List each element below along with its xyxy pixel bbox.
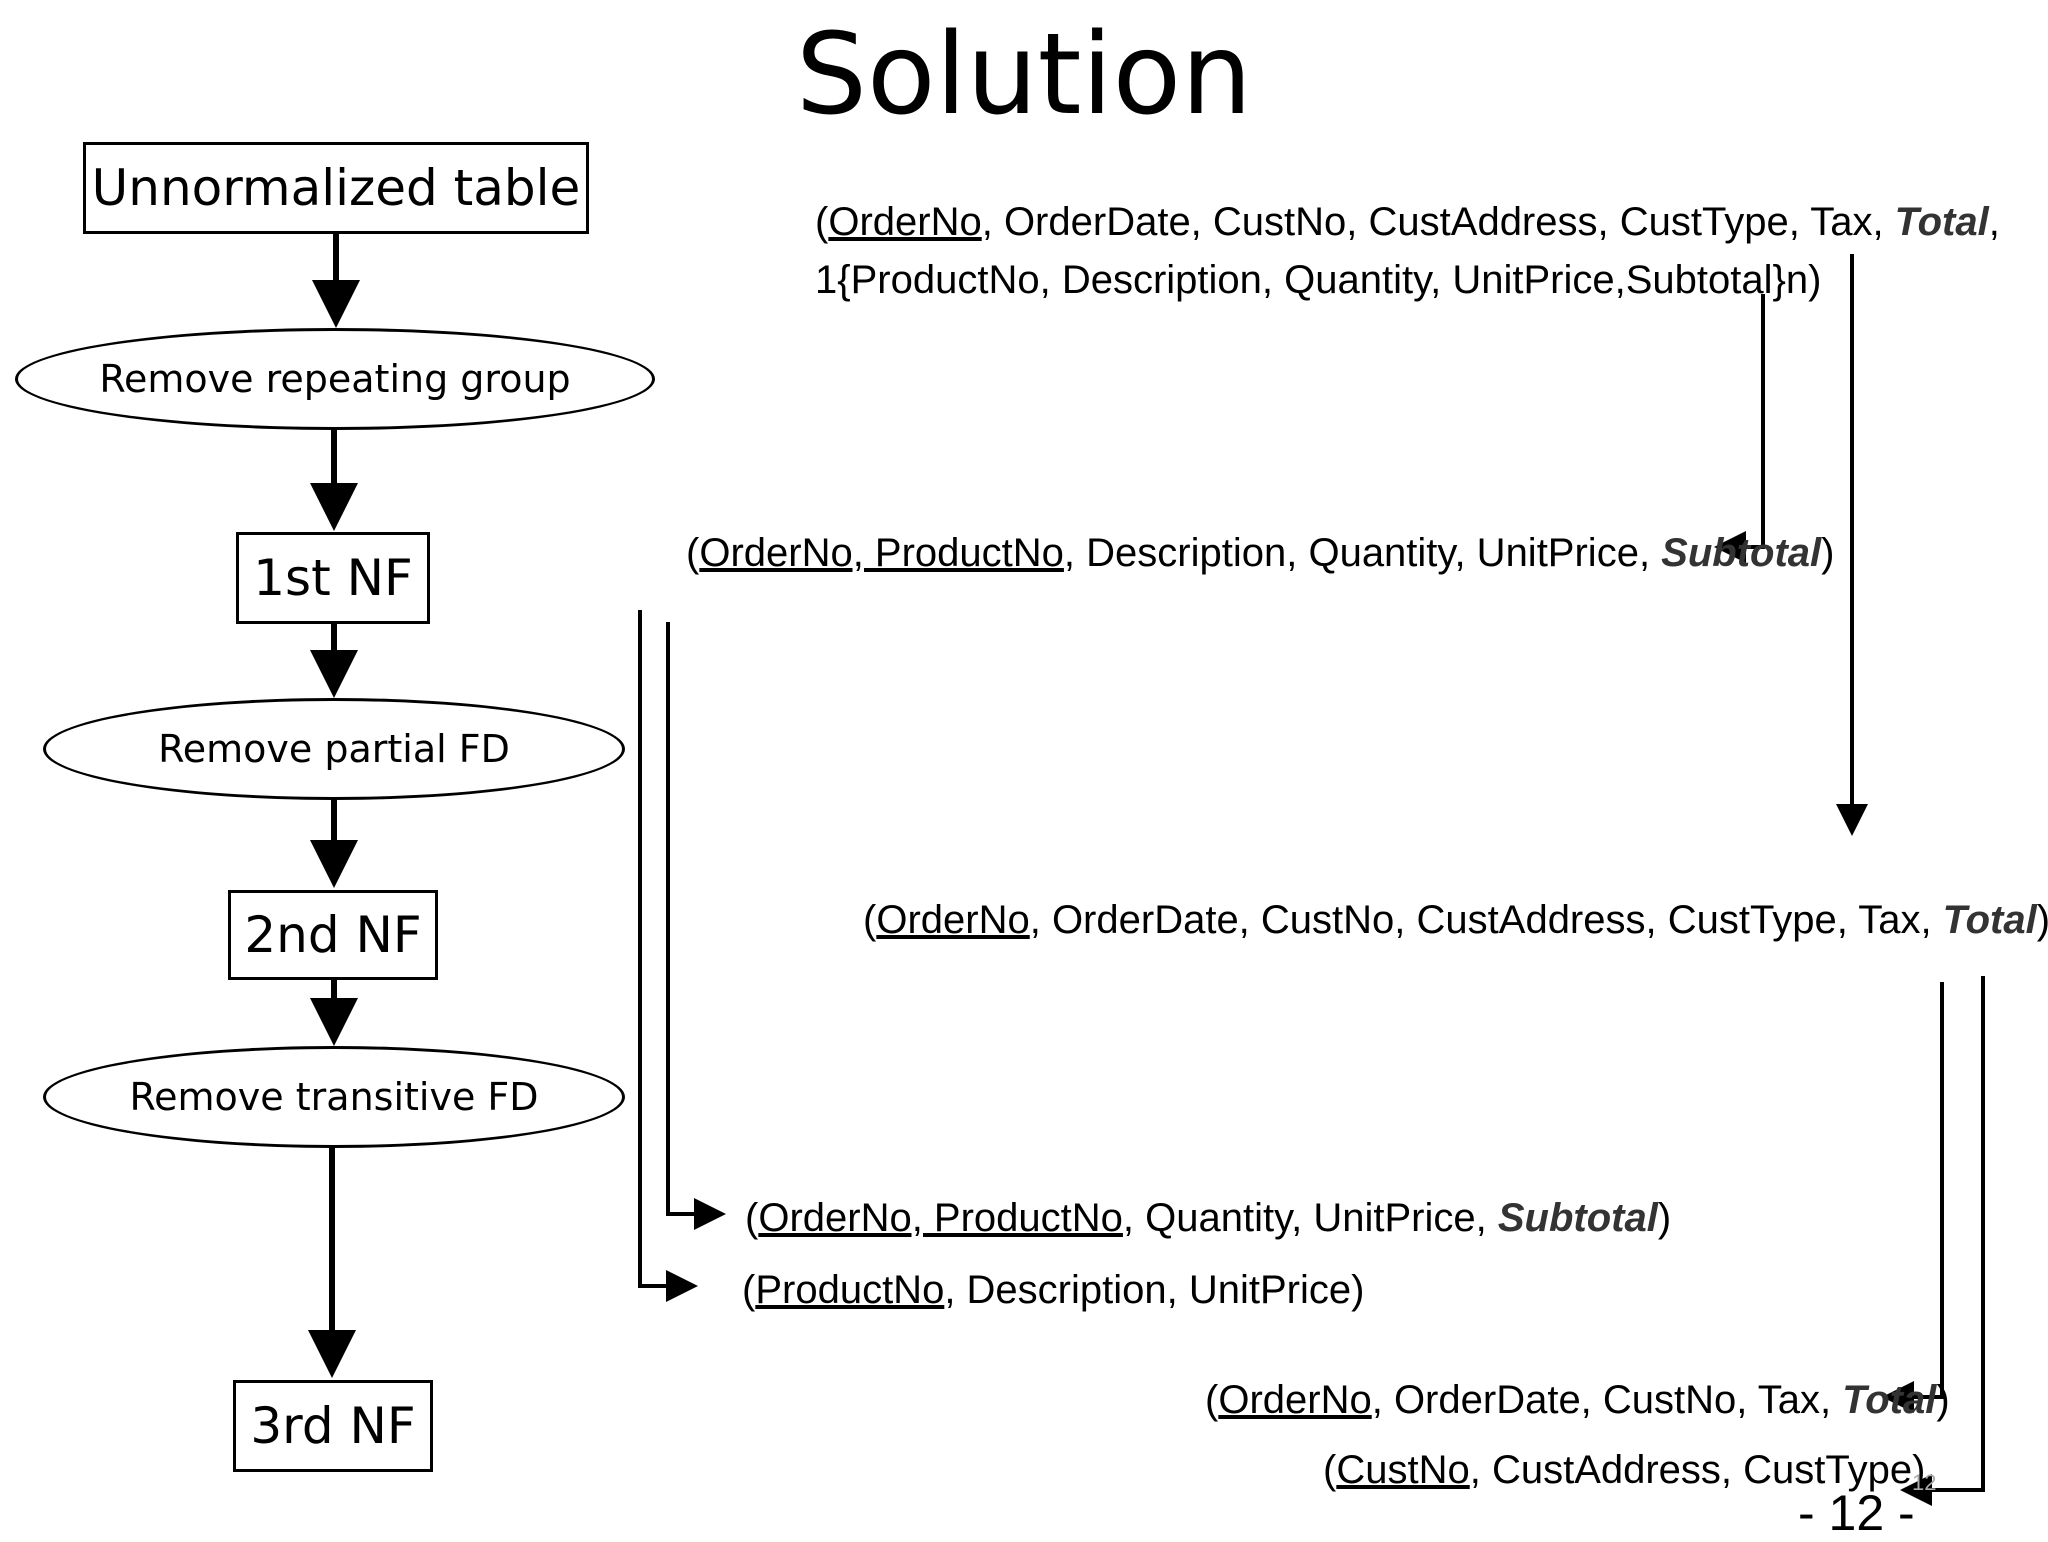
slide-index: 12 — [1912, 1470, 1937, 1495]
slide-title: Solution — [795, 10, 1253, 140]
second-nf-box: 2nd NF — [228, 890, 438, 980]
primary-key: OrderNo — [876, 898, 1030, 942]
unnormalized-relation-line2: 1{ProductNo, Description, Quantity, Unit… — [815, 258, 1822, 302]
derived-attribute: Subtotal — [1661, 531, 1822, 575]
page-number: - 12 - — [1798, 1485, 1915, 1541]
decomp-arrow — [1714, 294, 1765, 563]
primary-key: OrderNo, ProductNo — [758, 1196, 1123, 1240]
decomp-arrow — [666, 622, 726, 1230]
decomp-arrow — [1882, 982, 1944, 1413]
primary-key: OrderNo — [828, 200, 982, 244]
remove-repeating-group-oval: Remove repeating group — [15, 328, 655, 430]
nf2-order-line-relation: (OrderNo, ProductNo, Quantity, UnitPrice… — [745, 1196, 1672, 1240]
primary-key: OrderNo, ProductNo — [699, 531, 1064, 575]
remove-partial-fd-oval: Remove partial FD — [43, 698, 625, 800]
unnormalized-table-box: Unnormalized table — [83, 142, 589, 234]
derived-attribute: Subtotal — [1497, 1196, 1658, 1240]
decomp-arrow — [638, 610, 698, 1302]
nf2-product-relation: (ProductNo, Description, UnitPrice) — [742, 1268, 1365, 1312]
primary-key: ProductNo — [755, 1268, 945, 1312]
nf1-order-product-relation: (OrderNo, ProductNo, Description, Quanti… — [686, 531, 1835, 575]
nf1-order-relation: (OrderNo, OrderDate, CustNo, CustAddress… — [863, 898, 2048, 942]
derived-attribute: Total — [1894, 200, 1989, 244]
first-nf-box: 1st NF — [236, 532, 430, 624]
unnormalized-relation-line1: (OrderNo, OrderDate, CustNo, CustAddress… — [815, 200, 2000, 244]
nf3-customer-relation: (CustNo, CustAddress, CustType) — [1323, 1448, 1926, 1492]
derived-attribute: Total — [1942, 898, 2037, 942]
remove-transitive-fd-oval: Remove transitive FD — [43, 1046, 625, 1148]
primary-key: CustNo — [1336, 1448, 1470, 1492]
derived-attribute: Total — [1842, 1378, 1937, 1422]
nf3-order-relation: (OrderNo, OrderDate, CustNo, Tax, Total) — [1205, 1378, 1950, 1422]
primary-key: OrderNo — [1218, 1378, 1372, 1422]
third-nf-box: 3rd NF — [233, 1380, 433, 1472]
decomp-arrow — [1900, 976, 1985, 1506]
